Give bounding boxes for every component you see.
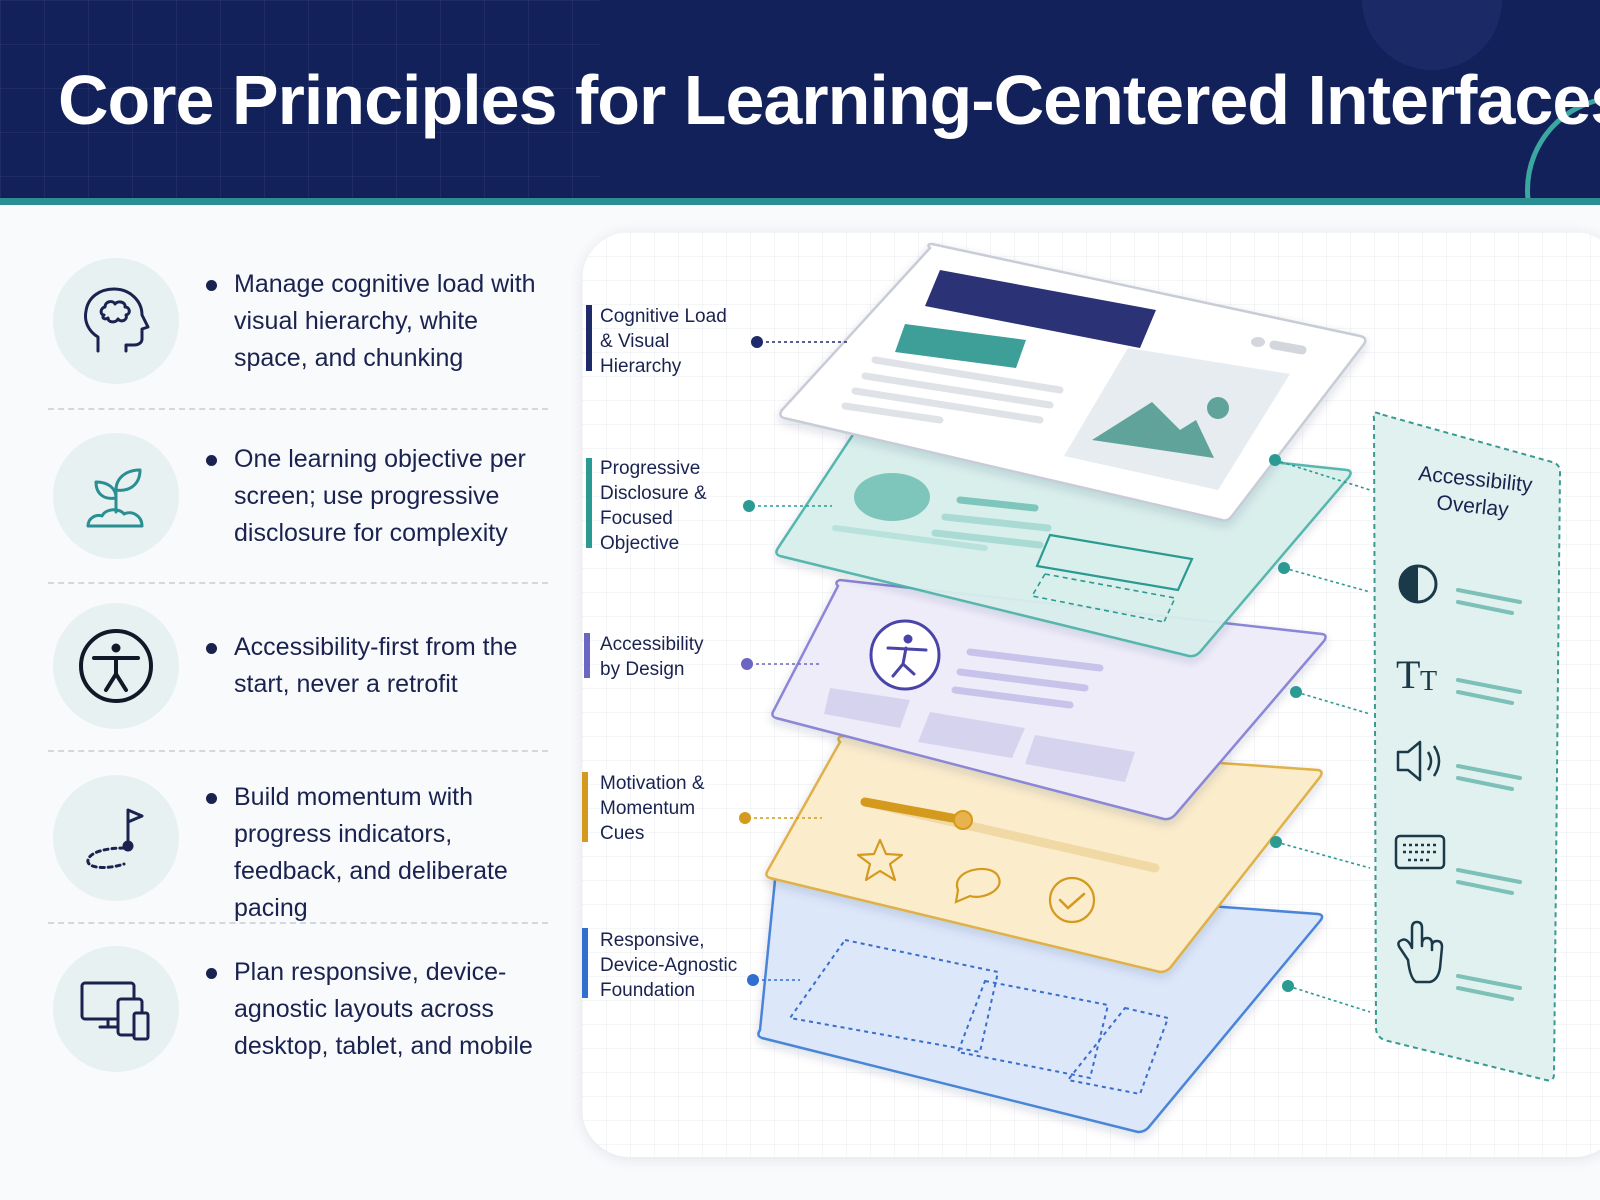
bullet-dot [206,793,217,804]
principle-text: One learning objective per screen; use p… [234,445,526,547]
bullet-dot [206,280,217,291]
text-size-icon: T T [1396,652,1522,705]
pointer-hand-icon [1397,920,1522,1001]
layer-label-accessibility: Accessibility by Design [600,634,704,680]
principle-text: Manage cognitive load with visual hierar… [234,270,536,372]
page-title: Core Principles for Learning-Centered In… [58,61,1600,139]
principle-icon-circle [53,433,179,559]
layer-label-motivation: Motivation & Momentum Cues [600,773,705,844]
principle-item-responsive: Plan responsive, device-agnostic layouts… [48,946,548,1096]
connector-dot [1290,686,1302,698]
principle-divider [48,582,548,584]
flag-path-icon [86,808,144,869]
sprout-icon [86,468,144,528]
layer-label-bar [584,633,590,678]
keyboard-icon [1394,834,1522,895]
layer-cognitive-load [779,242,1367,522]
connector-dot [747,974,759,986]
contrast-icon [1398,564,1522,615]
devices-icon [80,981,150,1041]
principle-divider [48,408,548,410]
header-banner: Core Principles for Learning-Centered In… [0,0,1600,198]
connector-dot [1278,562,1290,574]
principle-icon-circle [53,775,179,901]
connector-dot [741,658,753,670]
principle-divider [48,750,548,752]
principle-text: Plan responsive, device-agnostic layouts… [234,958,533,1060]
principle-item-accessibility: Accessibility-first from the start, neve… [48,603,548,753]
layer-label-responsive: Responsive, Device-Agnostic Foundation [600,930,738,1001]
header-grid-pattern [0,0,600,198]
accessibility-icon [79,629,153,703]
svg-text:T: T [1396,652,1420,697]
bullet-dot [206,455,217,466]
principle-icon-circle [53,603,179,729]
principle-icon-circle [53,946,179,1072]
header-accent-bar [0,198,1600,205]
layer-label-cognitive-load: Cognitive Load & Visual Hierarchy [600,306,727,377]
principle-item-momentum: Build momentum with progress indicators,… [48,775,548,925]
connector-dot [1282,980,1294,992]
accessibility-overlay-panel [1372,411,1562,1082]
layer-label-bar [582,772,588,842]
connector-dot [739,812,751,824]
bullet-dot [206,643,217,654]
connector-dot [1270,836,1282,848]
layer-accessibility [771,578,1327,821]
principle-text: Build momentum with progress indicators,… [234,783,508,922]
label-connectors [748,341,848,981]
principle-text: Accessibility-first from the start, neve… [234,633,518,698]
connector-dot [1269,454,1281,466]
layer-label-bar [586,305,592,371]
bullet-dot [206,968,217,979]
principle-item-cognitive-load: Manage cognitive load with visual hierar… [48,258,548,408]
principle-item-learning-objective: One learning objective per screen; use p… [48,433,548,583]
layer-label-bar [582,928,588,998]
layer-label-progressive-disclosure: Progressive Disclosure & Focused Objecti… [600,458,707,554]
head-brain-icon [84,287,150,353]
svg-text:T: T [1420,666,1437,697]
principle-divider [48,922,548,924]
connector-dot [743,500,755,512]
principle-icon-circle [53,258,179,384]
connector-dot [751,336,763,348]
speaker-icon [1396,740,1522,791]
layer-label-bar [586,458,592,548]
overlay-connectors [1274,459,1371,1013]
